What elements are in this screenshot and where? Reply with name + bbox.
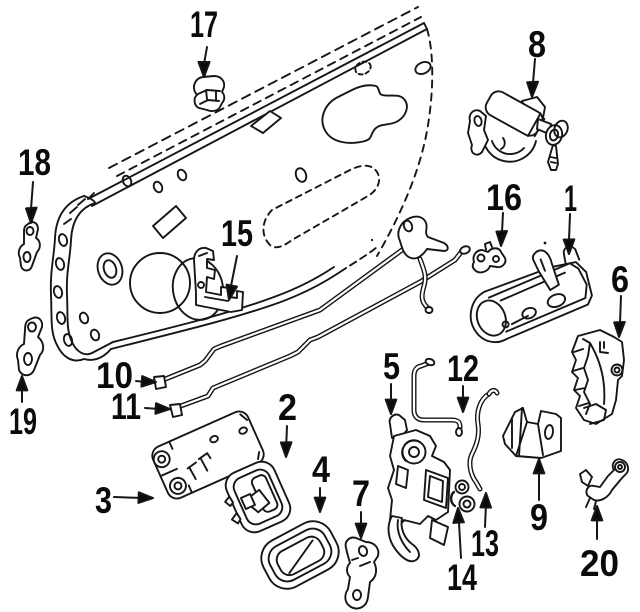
svg-text:1: 1: [564, 178, 577, 219]
svg-text:9: 9: [530, 497, 548, 538]
svg-text:18: 18: [18, 142, 51, 183]
svg-text:14: 14: [447, 557, 477, 598]
svg-text:11: 11: [111, 386, 141, 427]
svg-text:16: 16: [486, 177, 522, 218]
svg-text:7: 7: [352, 473, 370, 514]
svg-text:15: 15: [221, 213, 253, 254]
svg-text:12: 12: [447, 348, 479, 389]
svg-text:3: 3: [95, 480, 112, 521]
svg-text:17: 17: [190, 4, 218, 45]
svg-text:20: 20: [580, 543, 619, 584]
svg-text:2: 2: [278, 387, 297, 428]
svg-text:6: 6: [611, 259, 629, 300]
svg-text:13: 13: [471, 523, 499, 564]
svg-text:10: 10: [96, 355, 133, 396]
svg-text:8: 8: [528, 24, 546, 65]
svg-text:5: 5: [383, 346, 400, 387]
svg-text:4: 4: [312, 449, 330, 490]
svg-text:19: 19: [9, 401, 37, 442]
